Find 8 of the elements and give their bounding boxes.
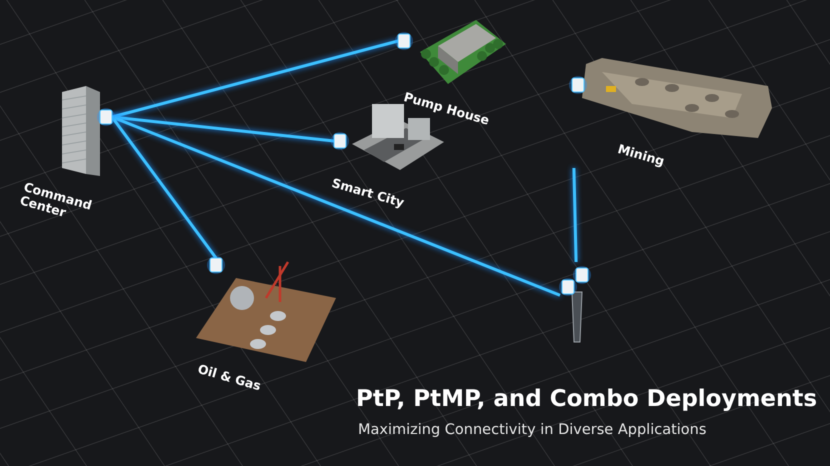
title: PtP, PtMP, and Combo Deployments [356, 386, 816, 412]
place-label: Pump House [402, 90, 491, 128]
link-beam [572, 168, 578, 262]
subtitle: Maximizing Connectivity in Diverse Applications [358, 422, 708, 438]
link-beam [110, 116, 218, 259]
place-label: Oil & Gas [196, 362, 262, 394]
link-beam [112, 40, 398, 118]
place-label: Smart City [330, 176, 406, 210]
